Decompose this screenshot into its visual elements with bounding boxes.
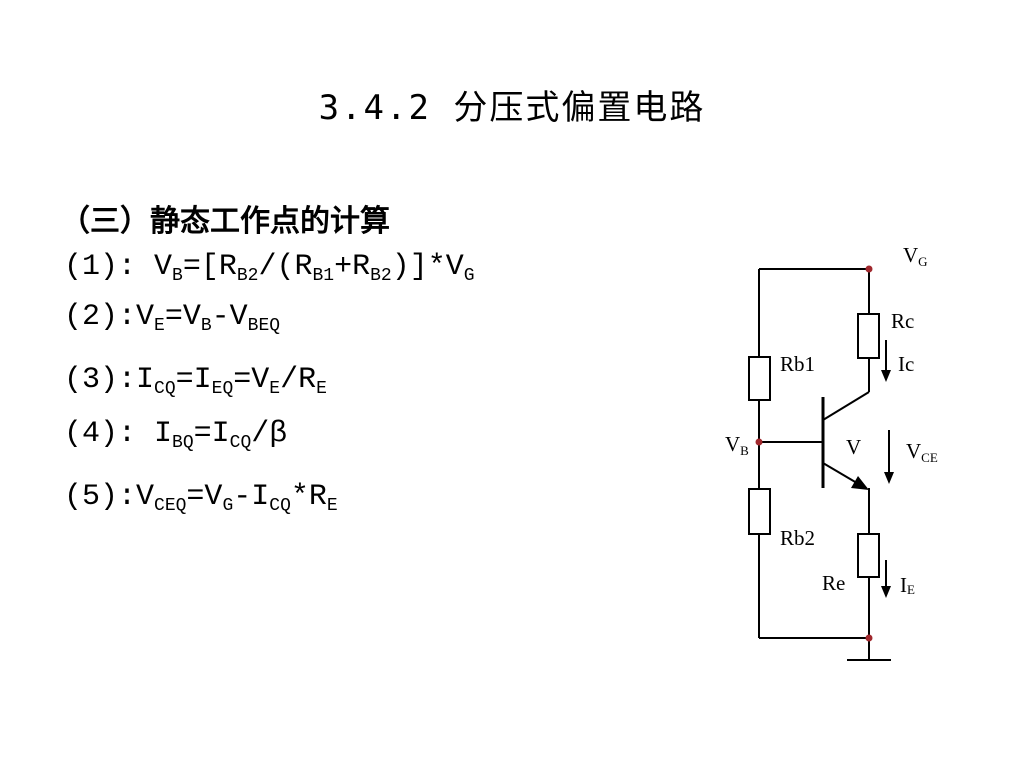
eq-text: =I	[175, 363, 212, 397]
eq-subscript: CQ	[269, 496, 291, 516]
circuit-wires	[758, 268, 891, 661]
label-re: Re	[822, 571, 845, 595]
eq-subscript: B	[172, 266, 183, 286]
eq-subscript: E	[316, 379, 327, 399]
page-title: 3.4.2 分压式偏置电路	[318, 88, 706, 128]
vce-arrowhead	[884, 472, 894, 484]
eq-text: *R	[290, 480, 327, 514]
label-ic: Ic	[898, 352, 914, 376]
node-vb	[755, 438, 763, 446]
equation-5: (5):VCEQ=VG-ICQ*RE	[64, 480, 338, 516]
eq-subscript: CQ	[229, 433, 252, 453]
eq-text: )]*V	[391, 250, 464, 284]
eq-text: =I	[193, 417, 230, 451]
eq-text: =V	[233, 363, 270, 397]
resistor-rb1	[748, 356, 771, 401]
eq-subscript: G	[222, 496, 234, 516]
equation-3: (3):ICQ=IEQ=VE/RE	[64, 363, 327, 399]
resistor-re	[857, 533, 880, 578]
label-rc: Rc	[891, 309, 914, 333]
resistor-rb2	[748, 488, 771, 535]
eq-subscript: B2	[370, 266, 392, 286]
eq-subscript: B2	[236, 266, 259, 286]
eq-subscript: CQ	[154, 379, 176, 399]
eq-text: +R	[334, 250, 371, 284]
label-transistor-v: V	[846, 435, 861, 459]
eq-text: /(R	[258, 250, 313, 284]
eq-subscript: B	[200, 316, 212, 336]
label-vb: VB	[725, 432, 749, 458]
eq-text: =V	[186, 480, 223, 514]
eq-text: (5):V	[64, 480, 155, 514]
eq-subscript: BQ	[172, 433, 194, 453]
equation-2: (2):VE=VB-VBEQ	[64, 300, 281, 336]
label-ie: IE	[900, 573, 915, 597]
eq-subscript: G	[463, 266, 475, 286]
eq-text: (3):I	[64, 363, 155, 397]
eq-text: /R	[280, 363, 317, 397]
equation-4: (4): IBQ=ICQ/β	[64, 417, 288, 453]
eq-text: (2):V	[64, 300, 155, 334]
eq-text: (4): I	[64, 417, 173, 451]
resistor-rc	[857, 313, 880, 359]
eq-text: -I	[233, 480, 270, 514]
equation-1: (1): VB=[RB2/(RB1+RB2)]*VG	[64, 250, 475, 286]
eq-text: (1): V	[64, 250, 173, 284]
eq-subscript: B1	[312, 266, 335, 286]
label-rb2: Rb2	[780, 526, 815, 550]
eq-subscript: EQ	[211, 379, 234, 399]
eq-text: /β	[251, 417, 288, 451]
node-ground	[865, 634, 873, 642]
ic-arrowhead	[881, 370, 891, 382]
eq-subscript: BEQ	[247, 316, 281, 336]
section-subtitle: （三）静态工作点的计算	[60, 204, 390, 239]
eq-subscript: E	[154, 316, 165, 336]
eq-text: -V	[211, 300, 248, 334]
label-vg: VG	[903, 243, 928, 269]
label-rb1: Rb1	[780, 352, 815, 376]
eq-subscript: CEQ	[154, 496, 187, 516]
label-vce: VCE	[906, 439, 938, 465]
eq-text: =V	[164, 300, 201, 334]
node-vg	[865, 265, 873, 273]
eq-text: =[R	[182, 250, 237, 284]
emitter-arrowhead	[851, 476, 869, 490]
eq-subscript: E	[269, 379, 281, 399]
ie-arrowhead	[881, 586, 891, 598]
eq-subscript: E	[326, 496, 338, 516]
